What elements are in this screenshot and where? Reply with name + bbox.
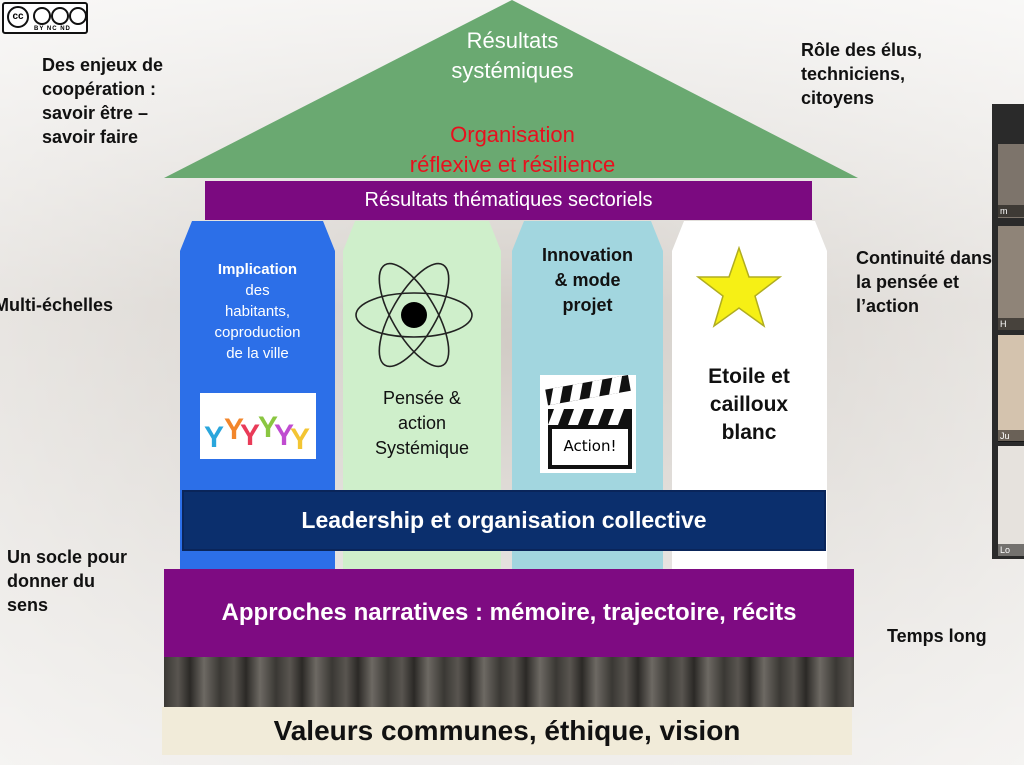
side-note-continuity: Continuité dans la pensée et l’action xyxy=(856,248,992,316)
video-tile-2[interactable] xyxy=(998,226,1024,330)
people-illustration: Y Y Y Y Y Y xyxy=(200,393,316,459)
svg-text:Y: Y xyxy=(274,419,294,452)
side-note-long-time: Temps long xyxy=(887,626,987,646)
pillar-implication-title: Implication xyxy=(217,261,298,278)
video-tile-3[interactable] xyxy=(998,335,1024,441)
svg-text:Y: Y xyxy=(224,413,244,446)
clapperboard-icon: Action! xyxy=(540,375,636,473)
nc-icon xyxy=(51,7,69,25)
sector-results-band: Résultats thématiques sectoriels xyxy=(205,181,812,220)
video-tile-4[interactable] xyxy=(998,446,1024,556)
by-icon xyxy=(33,7,51,25)
pillar-star xyxy=(672,221,827,569)
pillar-systemic-text: Pensée & action Systémique xyxy=(374,388,470,458)
participant-name-4: Lo xyxy=(998,544,1024,556)
pillar-implication-text: des habitants, coproduction de la ville xyxy=(214,282,301,362)
side-note-roles: Rôle des élus, techniciens, citoyens xyxy=(801,40,923,108)
mining-photo-strip xyxy=(164,657,854,707)
pillar-innovation-title: Innovation & mode projet xyxy=(542,245,633,315)
values-band: Valeurs communes, éthique, vision xyxy=(162,707,852,755)
roof-subtitle: Organisation réflexive et résilience xyxy=(409,122,616,177)
cc-license-badge: cc BY NC ND xyxy=(2,2,88,34)
svg-text:Y: Y xyxy=(290,423,310,456)
roof-title: Résultats systémiques xyxy=(451,28,574,83)
participant-name-2: H xyxy=(998,318,1024,330)
side-note-multiscale: Multi-échelles xyxy=(0,295,114,315)
side-note-cooperation: Des enjeux de coopération : savoir être … xyxy=(42,55,164,147)
svg-text:Y: Y xyxy=(204,421,224,454)
narratives-band: Approches narratives : mémoire, trajecto… xyxy=(164,569,854,657)
star-icon xyxy=(696,246,782,328)
pillar-star-text: Etoile et cailloux blanc xyxy=(708,365,790,444)
nd-icon xyxy=(69,7,87,25)
leadership-band: Leadership et organisation collective xyxy=(182,490,826,551)
svg-text:Y: Y xyxy=(240,419,260,452)
participant-name-3: Ju xyxy=(998,430,1024,442)
side-note-foundation: Un socle pour donner du sens xyxy=(7,547,128,615)
license-tags: BY NC ND xyxy=(34,26,71,32)
participant-name-1: m xyxy=(998,205,1024,217)
cc-icon: cc xyxy=(7,6,29,28)
pillar-systemic xyxy=(343,221,501,569)
svg-text:Y: Y xyxy=(258,411,278,444)
roof-triangle xyxy=(164,0,858,178)
atom-icon xyxy=(355,262,473,368)
clapperboard-label: Action! xyxy=(563,437,617,455)
